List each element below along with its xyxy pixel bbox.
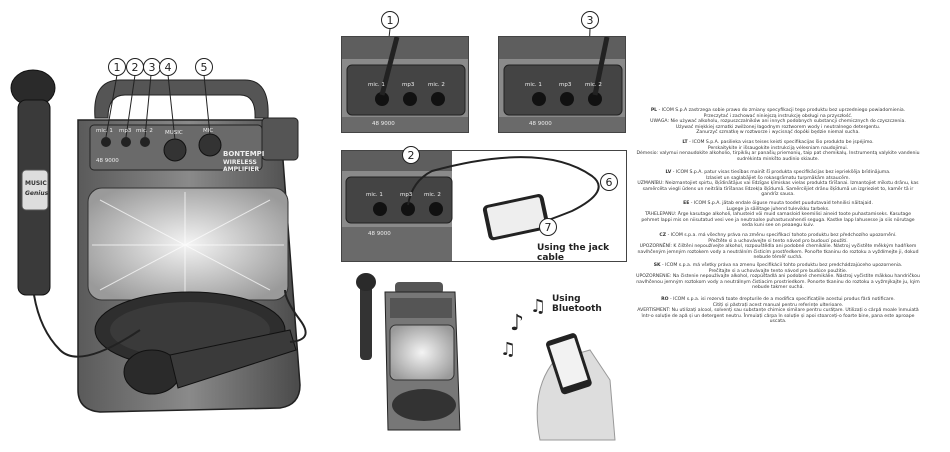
jack-label-mic2: mic. 2	[136, 128, 153, 134]
callout-7: 7	[539, 218, 557, 236]
svg-text:♫: ♫	[500, 339, 516, 360]
knob-label-mic: MIC	[203, 128, 214, 134]
notice-line: UWAGA: Nie używać alkoholu, rozpuszczaln…	[650, 119, 906, 125]
notice-lv: LV - ICOM S.p.A. patur visas tiesības ma…	[636, 170, 920, 198]
notice-code: LT	[682, 140, 688, 145]
p2-jack-mp3: mp3	[559, 82, 572, 88]
notice-intro: ICOM s.p.a. má všetky práva na zmenu špe…	[665, 263, 903, 268]
callout-2-detail: 2	[402, 146, 420, 164]
notice-cz: CZ - ICOM s.p.a. má všechny práva na změ…	[636, 233, 920, 261]
notice-ee: EE - ICOM S.p.A. jätab endale õiguse muu…	[636, 201, 920, 229]
p3-jack-mic2: mic. 2	[424, 192, 441, 198]
jack-label-mic1: mic. 1	[96, 128, 113, 134]
speaker-drawing	[10, 69, 307, 413]
callout-6: 6	[600, 173, 618, 191]
speaker-illustration: mic. 1 mp3 mic. 2 MUSIC MIC 48 9000 BONT…	[0, 0, 320, 448]
panel-mic1-plugged: mic. 1 mp3 mic. 2 48 9000	[341, 36, 469, 133]
model-line1: WIRELESS	[223, 159, 257, 166]
callout-1-detail: 1	[381, 11, 399, 29]
notice-intro: ICOM s.p.a. má všechny práva na změnu sp…	[670, 233, 897, 238]
p3-model-code: 48 9000	[368, 231, 391, 237]
notice-heading: RO - ICOM s.p.a. isi rezervă toate drept…	[661, 297, 895, 302]
notice-code: SK	[653, 263, 661, 268]
notice-code: PL	[650, 108, 658, 113]
notice-line: Zanurzyć szmatkę w roztworze i wycisnąć …	[696, 130, 860, 136]
jack-label-mp3: mp3	[119, 128, 132, 134]
notice-line: UZMANĪBU: Neizmantojiet spirtu, šķīdināt…	[637, 181, 919, 198]
model-line2: AMPLIFIER	[223, 166, 260, 173]
notice-line: Přečtěte si a uchovávejte si tento návod…	[708, 238, 848, 244]
notice-line: Citiți și păstrați acest manual pentru r…	[712, 302, 844, 308]
notice-intro: ICOM S.p.A. jätab endale õiguse muuta to…	[693, 201, 873, 206]
bluetooth-caption: Using Bluetooth	[552, 294, 602, 314]
notice-heading: CZ - ICOM s.p.a. má všechny práva na změ…	[659, 233, 897, 238]
notice-heading: EE - ICOM S.p.A. jätab endale õiguse muu…	[683, 201, 873, 206]
p2-model-code: 48 9000	[529, 121, 552, 127]
callout-4: 4	[159, 58, 177, 76]
model-code: 48 9000	[96, 158, 119, 164]
notice-code: CZ	[659, 233, 667, 238]
svg-text:♪: ♪	[510, 311, 524, 336]
p1-model-code: 48 9000	[372, 121, 395, 127]
notice-line: UPOZORNĚNÍ: K čištění nepoužívejte alkoh…	[637, 244, 919, 261]
notice-intro: ICOM S.p.A. pasilieka visas teises keist…	[692, 140, 874, 145]
p1-jack-mp3: mp3	[402, 82, 415, 88]
notice-code: EE	[683, 201, 690, 206]
callout-3-detail: 3	[581, 11, 599, 29]
notice-code: RO	[661, 297, 669, 302]
p1-jack-mic1: mic. 1	[368, 82, 385, 88]
knob-label-music: MUSIC	[165, 130, 183, 136]
notice-line: Perskaitykite ir išsaugokite instrukciją…	[707, 145, 849, 151]
mic-label-line2: Genius	[25, 190, 49, 197]
panel-jack-cable: mic. 1 mp3 mic. 2 48 9000 Using the jack…	[341, 150, 627, 262]
notice-line: Lugege ja säilitage juhend tulevikku tar…	[726, 206, 830, 212]
mic-label-line1: MUSIC	[25, 180, 47, 187]
notice-heading: PL - ICOM S.p.A zastrzega sobie prawo do…	[650, 108, 906, 113]
notice-intro: ICOM s.p.a. isi rezervă toate drepturile…	[673, 297, 895, 302]
notice-pl: PL - ICOM S.p.A zastrzega sobie prawo do…	[636, 108, 920, 136]
notice-line: TÄHELEPANU: Ärge kasutage alkoholi, lahu…	[641, 212, 915, 229]
notice-ro: RO - ICOM s.p.a. isi rezervă toate drept…	[636, 297, 920, 325]
notice-line: Dėmesio: valymui nenaudokite alkoholio, …	[636, 151, 920, 162]
notice-lt: LT - ICOM S.p.A. pasilieka visas teises …	[636, 140, 920, 162]
notice-line: Przeczytać i zachować niniejszą instrukc…	[703, 113, 853, 119]
p2-jack-mic1: mic. 1	[525, 82, 542, 88]
notice-line: AVERTISMENT: Nu utilizați alcool, solven…	[637, 308, 919, 325]
notice-intro: ICOM S.p.A. patur visas tiesības mainīt …	[675, 170, 891, 175]
notice-line: Używać miękkiej szmatki zwilżonej łagodn…	[675, 124, 881, 130]
p3-jack-mic1: mic. 1	[366, 192, 383, 198]
notice-heading: LT - ICOM S.p.A. pasilieka visas teises …	[682, 140, 874, 145]
jack-cable-caption: Using the jack cable	[537, 243, 610, 262]
panel-mic2-plugged: mic. 1 mp3 mic. 2 48 9000	[498, 36, 626, 133]
notice-intro: ICOM S.p.A zastrzega sobie prawo do zmia…	[661, 108, 906, 113]
p1-jack-mic2: mic. 2	[428, 82, 445, 88]
callout-5: 5	[195, 58, 213, 76]
notice-code: LV	[665, 170, 672, 175]
notice-line: Izlasiet un saglabājiet šo rokasgrāmatu …	[706, 175, 850, 181]
callout-1: 1	[108, 58, 126, 76]
p2-jack-mic2: mic. 2	[585, 82, 602, 88]
p3-jack-mp3: mp3	[400, 192, 413, 198]
panel-bluetooth: ♪ ♫ ♫ Using Bluetooth	[340, 270, 630, 445]
notice-line: UPOZORNENIE: Na čistenie nepoužívajte al…	[636, 274, 920, 291]
brand-label: BONTEMPI	[223, 150, 265, 158]
notice-heading: SK - ICOM s.p.a. má všetky práva na zmen…	[653, 263, 903, 268]
notice-heading: LV - ICOM S.p.A. patur visas tiesības ma…	[665, 170, 891, 175]
notice-line: Prečítajte si a uchovávajte tento návod …	[708, 268, 848, 274]
notice-sk: SK - ICOM s.p.a. má všetky práva na zmen…	[636, 263, 920, 291]
svg-text:♫: ♫	[530, 296, 546, 317]
